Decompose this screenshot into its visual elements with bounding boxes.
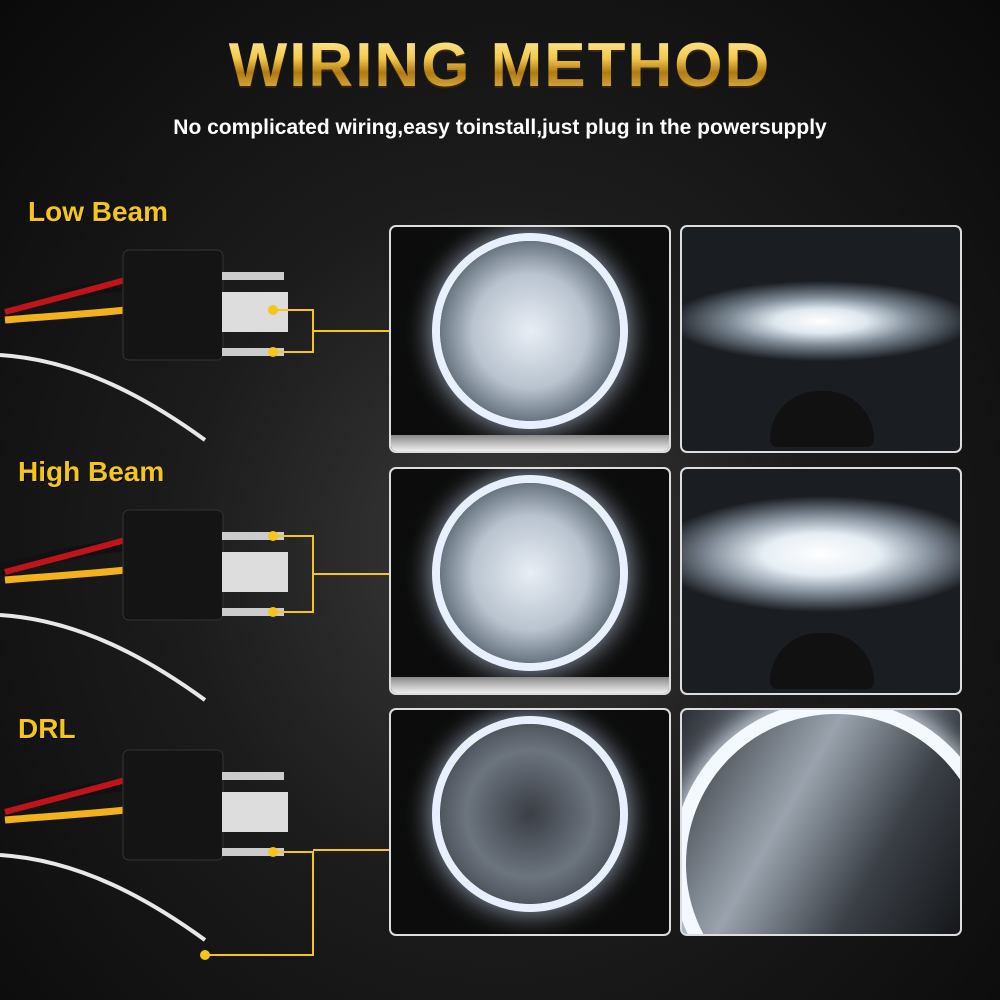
- row-label-high-beam: High Beam: [18, 456, 165, 487]
- low-wire-red: [4, 277, 126, 315]
- low-wire-yellow: [4, 306, 126, 324]
- drl-wire-red: [4, 777, 126, 815]
- drl-wire-yellow: [4, 806, 126, 824]
- drl-wire-white: [0, 853, 207, 942]
- row-label-drl: DRL: [18, 713, 76, 744]
- high-pin-middle: [222, 552, 288, 592]
- high-wire-yellow: [4, 566, 126, 584]
- drl-closeup-photo: [680, 708, 962, 936]
- row-label-low-beam: Low Beam: [28, 196, 169, 227]
- low-pin-top: [222, 272, 284, 280]
- high-wire-white: [0, 613, 207, 702]
- high-wire-red: [4, 537, 126, 575]
- drl-pin-bottom: [222, 848, 284, 856]
- low-beam-pattern-photo: [680, 225, 962, 453]
- subtitle: No complicated wiring,easy toinstall,jus…: [173, 116, 827, 139]
- drl-headlight-photo: [389, 708, 671, 936]
- high-beam-headlight-photo: [389, 467, 671, 695]
- high-pin-bottom: [222, 608, 284, 616]
- low-wire-white: [0, 353, 207, 442]
- low-beam-headlight-photo: [389, 225, 671, 453]
- drl-h4-plug: [122, 749, 224, 861]
- low-connector-line: [273, 309, 389, 353]
- page-title: WIRING METHOD: [0, 30, 1000, 101]
- drl-pin-top: [222, 772, 284, 780]
- low-pin-bottom: [222, 348, 284, 356]
- low-h4-plug: [122, 249, 224, 361]
- low-pin-middle: [222, 292, 288, 332]
- high-beam-pattern-photo: [680, 467, 962, 695]
- drl-pin-middle: [222, 792, 288, 832]
- drl-connector-line: [205, 849, 389, 956]
- high-pin-top: [222, 532, 284, 540]
- high-connector-line: [273, 535, 389, 613]
- high-h4-plug: [122, 509, 224, 621]
